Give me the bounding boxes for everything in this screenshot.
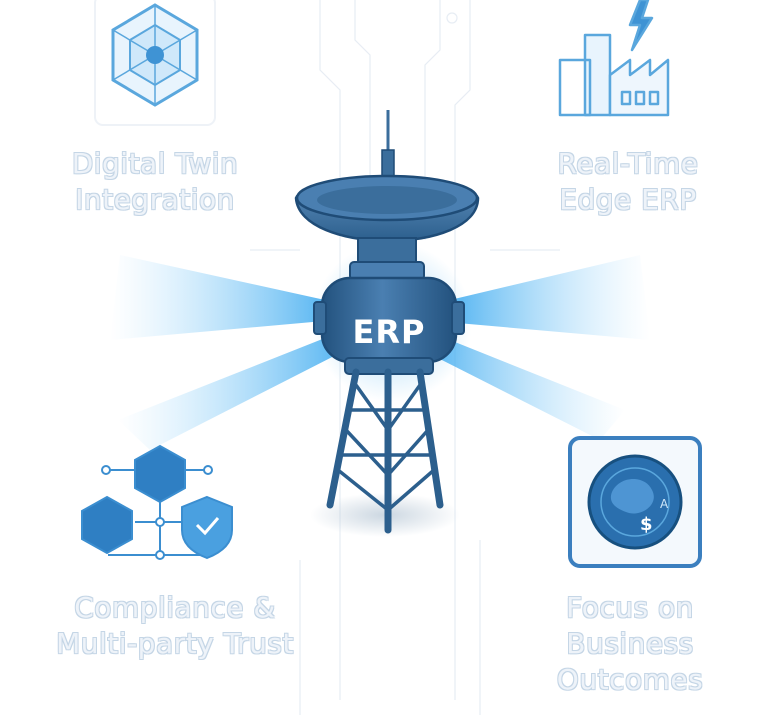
blockchain-shield-icon xyxy=(82,446,232,559)
beam-upper-left xyxy=(110,255,335,340)
label-line: Digital Twin xyxy=(40,146,270,182)
label-digital-twin: Digital Twin Integration xyxy=(40,146,270,218)
label-line: Outcomes xyxy=(530,662,730,698)
label-line: Edge ERP xyxy=(528,182,728,218)
label-compliance: Compliance & Multi-party Trust xyxy=(40,590,310,662)
business-outcome-icon: $ A xyxy=(570,438,700,566)
label-line: Compliance & xyxy=(40,590,310,626)
label-focus: Focus on Business Outcomes xyxy=(530,590,730,698)
erp-tower: ERP xyxy=(296,110,478,530)
label-line: Focus on xyxy=(530,590,730,626)
label-line: Integration xyxy=(40,182,270,218)
label-edge-erp: Real-Time Edge ERP xyxy=(528,146,728,218)
beam-upper-right xyxy=(446,255,650,340)
svg-text:A: A xyxy=(660,497,669,511)
label-line: Real-Time xyxy=(528,146,728,182)
beam-lower-left xyxy=(118,336,342,450)
svg-text:$: $ xyxy=(640,514,653,535)
erp-label: ERP xyxy=(353,313,426,351)
digital-twin-cube-icon xyxy=(95,0,215,125)
factory-lightning-icon xyxy=(560,0,668,115)
label-line: Business xyxy=(530,626,730,662)
label-line: Multi-party Trust xyxy=(40,626,310,662)
